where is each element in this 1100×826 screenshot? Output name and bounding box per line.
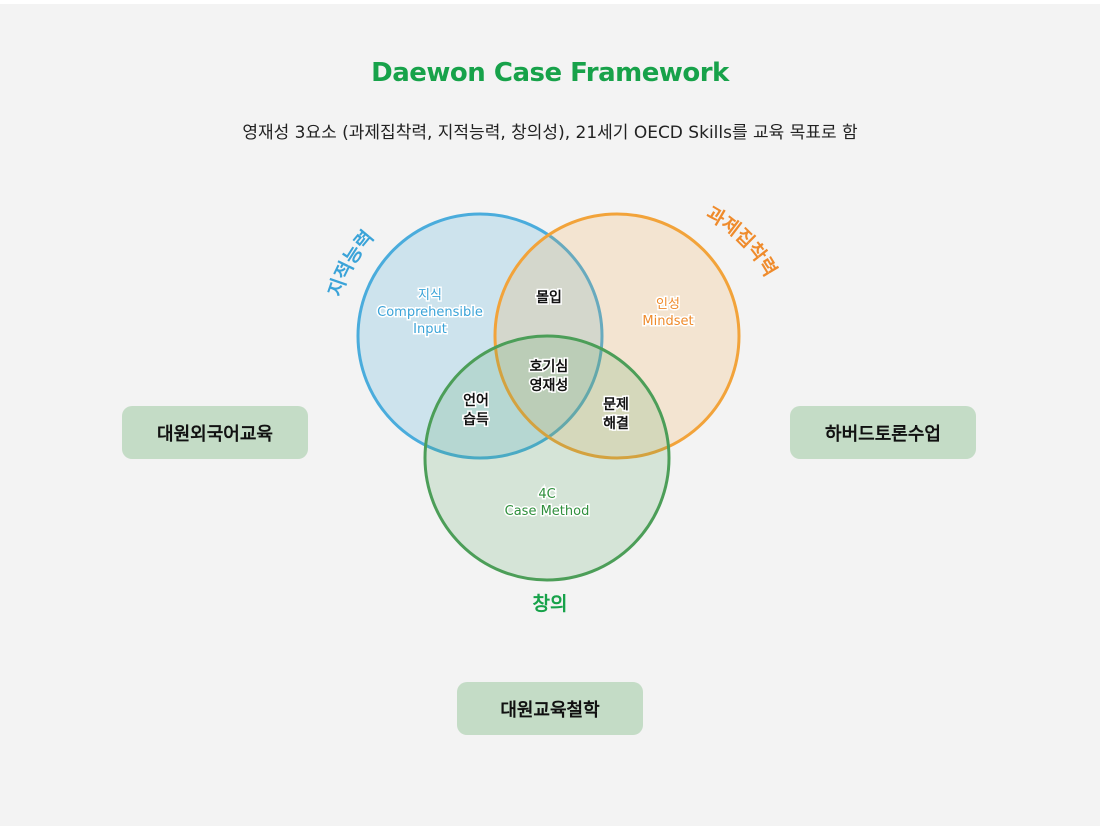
overlap-intellect-creativity-line1: 언어 — [463, 392, 489, 409]
box-harvard-debate: 하버드토론수업 — [790, 406, 976, 459]
overlap-task-creativity-line1: 문제 — [603, 397, 629, 413]
circle-task — [493, 212, 741, 460]
intellect-inner-line1: 지식 — [418, 288, 442, 303]
page-title: Daewon Case Framework — [371, 58, 729, 88]
task-inner-line2: Mindset — [642, 314, 693, 329]
circle-intellect — [356, 212, 604, 460]
overlap-intellect-creativity-line2: 습득 — [463, 412, 489, 428]
box-daewon-philosophy: 대원교육철학 — [457, 682, 643, 735]
creativity-inner-line2: Case Method — [505, 504, 590, 519]
intellect-inner-line3: Input — [413, 322, 447, 337]
overlap-intellect-task: 몰입 — [536, 290, 562, 306]
intellect-inner-line2: Comprehensible — [377, 305, 483, 320]
overlap-center-line1: 호기심 — [530, 359, 569, 375]
overlap-center-line2: 영재성 — [530, 377, 569, 394]
box-daewon-foreign-language: 대원외국어교육 — [122, 406, 308, 459]
creativity-inner-line1: 4C — [538, 487, 555, 502]
circle-label-creativity: 창의 — [533, 593, 568, 615]
task-inner-line1: 인성 — [656, 297, 680, 312]
circle-creativity — [423, 334, 671, 582]
page-subtitle: 영재성 3요소 (과제집착력, 지적능력, 창의성), 21세기 OECD Sk… — [242, 123, 858, 143]
overlap-task-creativity-line2: 해결 — [603, 415, 629, 432]
